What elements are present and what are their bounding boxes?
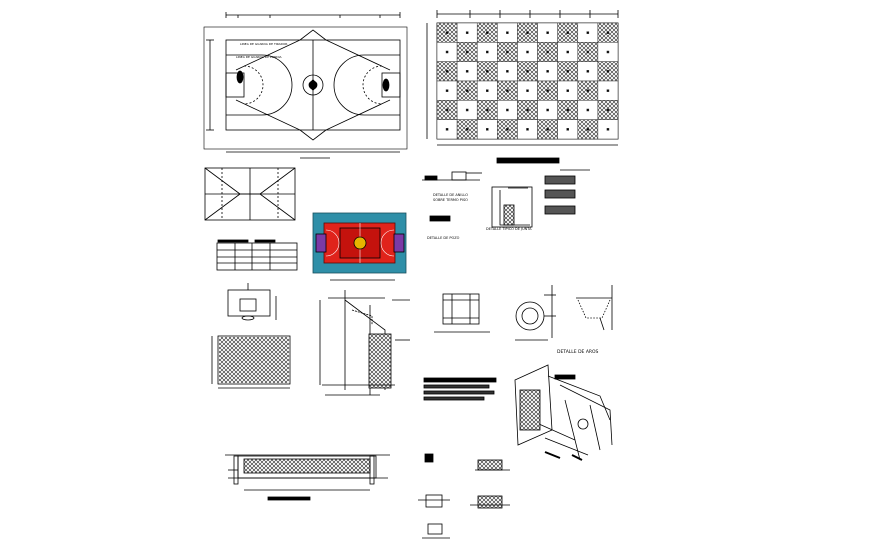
tile-marker xyxy=(586,50,590,54)
tile-marker xyxy=(506,108,509,112)
tile-marker xyxy=(465,70,469,73)
tile-marker xyxy=(546,128,549,131)
fence-elevation xyxy=(225,454,390,501)
tile-marker xyxy=(445,108,449,112)
court-plan xyxy=(203,12,408,159)
goal-plans xyxy=(434,285,613,341)
backboard-section xyxy=(319,290,410,396)
tile-marker xyxy=(606,50,610,54)
tile-marker xyxy=(465,31,469,34)
tile-marker xyxy=(526,108,529,112)
tile-marker xyxy=(566,108,569,112)
tile-marker xyxy=(586,89,590,92)
tile-marker xyxy=(546,108,549,112)
tile-marker xyxy=(606,89,610,92)
tile-marker xyxy=(445,50,449,54)
tile-marker xyxy=(566,70,569,73)
tile-marker xyxy=(506,89,509,92)
tile-marker xyxy=(445,31,449,34)
detalle-anillo-label: DETALLE DE ANILLO xyxy=(433,193,468,197)
tile-marker xyxy=(606,31,610,34)
checker-cells xyxy=(436,22,619,140)
schedule-table xyxy=(216,239,298,271)
tile-marker xyxy=(486,70,489,73)
tile-marker xyxy=(546,89,549,92)
tile-marker xyxy=(566,50,569,54)
tile-marker xyxy=(465,108,469,112)
tile-marker xyxy=(546,50,549,54)
tile-marker xyxy=(526,89,529,92)
tile-marker xyxy=(486,31,489,34)
detalle-tipico-label: DETALLE TIPICO DE JUNTA xyxy=(486,227,532,231)
tile-marker xyxy=(606,128,610,131)
tile-marker xyxy=(546,70,549,73)
court-render xyxy=(312,212,407,281)
tile-marker xyxy=(526,128,529,131)
court-title-1: LINEA DE GUARDA DE TIRADOR xyxy=(240,42,287,46)
tile-marker xyxy=(486,50,489,54)
detalle-sobre-label: SOBRE TERMO PISO xyxy=(433,198,468,202)
tile-marker xyxy=(486,108,489,112)
tile-marker xyxy=(526,50,529,54)
iso-hoop xyxy=(514,364,613,461)
tile-marker xyxy=(566,89,569,92)
foundation-details xyxy=(422,157,590,228)
detalle-pozo-label: DETALLE DE POZO xyxy=(427,236,460,240)
tile-marker xyxy=(586,31,590,34)
notes-block xyxy=(423,377,497,401)
tile-marker xyxy=(606,108,610,112)
tile-marker xyxy=(445,70,449,73)
tile-marker xyxy=(486,128,489,131)
roof-plan xyxy=(204,167,296,221)
fence-mesh-panel xyxy=(219,337,289,383)
tile-marker xyxy=(445,89,449,92)
tile-marker xyxy=(526,70,529,73)
tile-marker xyxy=(526,31,529,34)
tile-marker xyxy=(465,50,469,54)
tile-marker xyxy=(606,70,610,73)
tile-marker xyxy=(465,89,469,92)
tile-marker xyxy=(445,128,449,131)
tile-marker xyxy=(506,70,509,73)
detalle-aros-label: DETALLE DE AROS xyxy=(557,349,599,355)
tile-marker xyxy=(566,31,569,34)
tile-marker xyxy=(506,50,509,54)
tile-marker xyxy=(465,128,469,131)
tile-marker xyxy=(506,128,509,131)
tile-marker xyxy=(486,89,489,92)
tile-marker xyxy=(586,70,590,73)
court-title-2: LINEA DE GUARDA DE PONDIA xyxy=(236,55,283,59)
anchor-details xyxy=(418,453,510,539)
tile-marker xyxy=(546,31,549,34)
tile-marker xyxy=(586,128,590,131)
tile-marker xyxy=(586,108,590,112)
tile-marker xyxy=(566,128,569,131)
tile-marker xyxy=(506,31,509,34)
backboard-front xyxy=(211,283,291,389)
